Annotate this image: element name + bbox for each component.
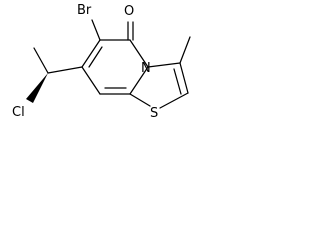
oxygen-label: O	[124, 4, 134, 19]
bond-n4-c3	[147, 62, 181, 68]
sulfur-label: S	[150, 106, 158, 121]
bond-c7-chiral	[47, 66, 83, 74]
bond-c6-br	[91, 19, 101, 41]
bond-n4-c8a	[129, 66, 149, 95]
nitrogen-label: N	[141, 61, 151, 76]
bond-c5-n4	[129, 39, 149, 68]
bond-c2-s1	[159, 92, 189, 109]
bromine-label: Br	[77, 3, 92, 18]
stereo-wedge-bond	[26, 73, 48, 103]
bond-c8-c7	[81, 66, 101, 95]
bond-c7-c6	[81, 39, 101, 68]
bond-c3-methyl	[179, 36, 191, 64]
bond-chiral-methyl	[33, 47, 49, 74]
bond-c3-c2	[179, 62, 189, 94]
bond-s1-c8a	[129, 93, 151, 107]
bond-c3-c2-inner	[173, 68, 182, 95]
chlorine-label: Cl	[12, 105, 25, 120]
bond-c6-c7-inner	[88, 46, 103, 68]
chemical-structure: Br O N Cl S	[12, 3, 191, 121]
